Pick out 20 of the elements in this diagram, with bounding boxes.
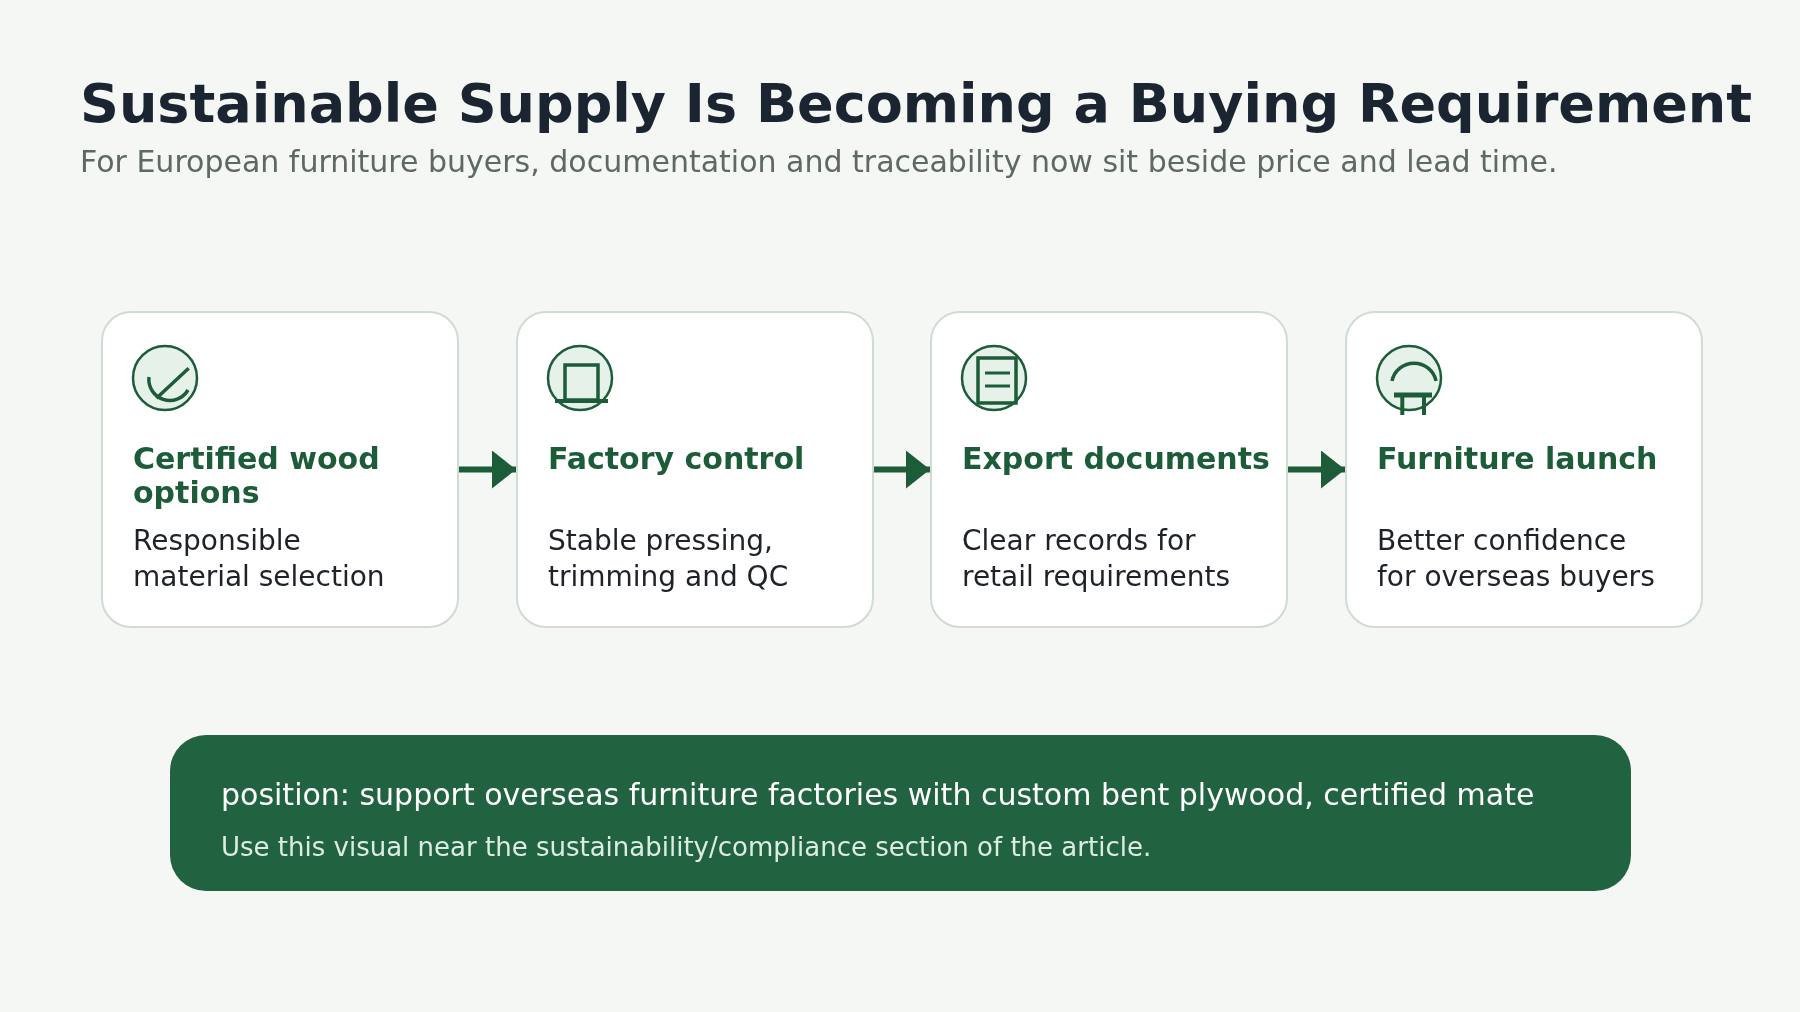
step-card bbox=[930, 311, 1288, 628]
card-description: Responsible material selection bbox=[133, 523, 386, 595]
step-card bbox=[101, 311, 459, 628]
step-card bbox=[516, 311, 874, 628]
arrow bbox=[459, 450, 516, 489]
banner-note: Use this visual near the sustainability/compliance section of the article. bbox=[221, 832, 1153, 862]
info-banner bbox=[170, 735, 1631, 891]
title: Sustainable Supply Is Becoming a Buying Requirement bbox=[80, 72, 1753, 137]
arrow bbox=[874, 450, 930, 489]
banner-text: position: support overseas furniture factories with custom bent plywood, certified mate bbox=[221, 777, 1536, 813]
card-description: Better confidence for overseas buyers bbox=[1377, 523, 1656, 595]
card-description: Stable pressing, trimming and QC bbox=[548, 523, 790, 595]
arrow bbox=[1288, 450, 1345, 489]
card-heading: Export documents bbox=[962, 442, 1271, 476]
subtitle: For European furniture buyers, documentation and traceability now sit beside price and lead time. bbox=[80, 144, 1558, 180]
card-heading: Furniture launch bbox=[1377, 442, 1659, 476]
card-heading: Factory control bbox=[548, 442, 806, 476]
card-description: Clear records for retail requirements bbox=[962, 523, 1232, 595]
step-card bbox=[1345, 311, 1703, 628]
card-heading: Certified wood options bbox=[133, 442, 381, 510]
